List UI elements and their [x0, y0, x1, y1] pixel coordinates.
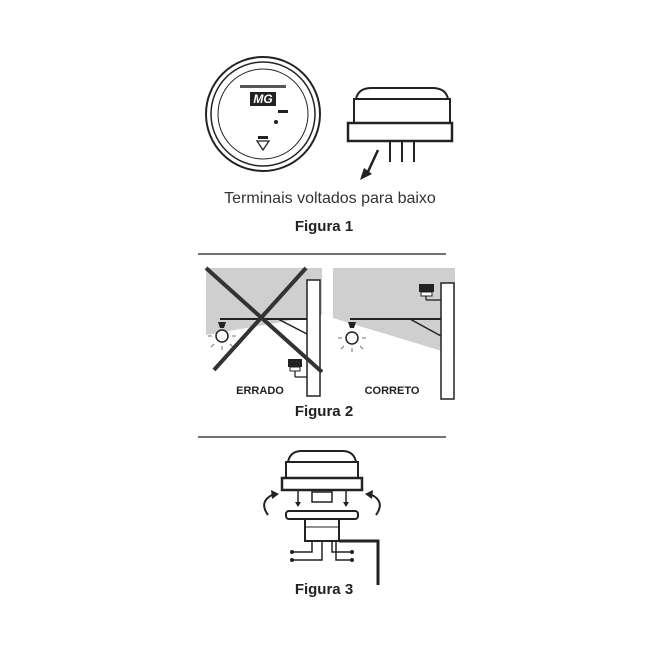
cross-mark-icon	[204, 266, 324, 374]
wires	[292, 541, 352, 561]
mounting-bracket	[339, 539, 380, 585]
sensor-side-view	[346, 87, 454, 180]
panel-wrong: ERRADO	[204, 266, 324, 397]
terminal-arrows	[297, 490, 347, 504]
pole	[440, 282, 455, 400]
panel-right: CORRETO	[333, 268, 455, 400]
pole	[306, 279, 321, 397]
figure-3: Figura 3	[263, 450, 381, 598]
figure-1-caption: Figura 1	[295, 218, 353, 235]
sensor-icon	[419, 284, 434, 292]
sensor-top-view: MG	[205, 56, 321, 172]
terminals-note: Terminais voltados para baixo	[224, 190, 436, 207]
sensor-side-view	[280, 450, 364, 492]
lamp-icon	[215, 329, 229, 343]
socket-base	[285, 510, 359, 542]
figure-2-caption: Figura 2	[295, 403, 353, 420]
brand-logo	[250, 92, 276, 106]
wrong-label: ERRADO	[236, 385, 284, 397]
brand-logo-text: MG	[253, 92, 272, 106]
right-label: CORRETO	[365, 385, 420, 397]
arrow-down-icon	[255, 140, 271, 152]
lamp-icon	[345, 331, 359, 345]
sensor-icon	[288, 359, 302, 367]
figure-2: ERRADO CORRETO Figura 2	[204, 266, 455, 420]
figure-3-caption: Figura 3	[295, 581, 353, 598]
figure-1: MG Terminais voltados para baixo Figura …	[205, 56, 454, 235]
